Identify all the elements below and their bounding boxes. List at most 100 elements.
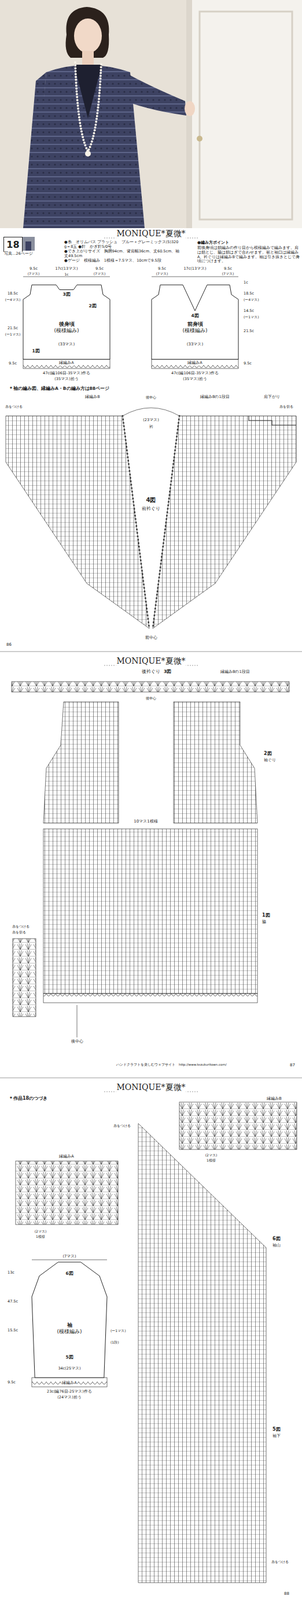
pattern-note: 9.5c (242, 362, 253, 367)
page-rules (0, 238, 302, 1094)
chart-stroke (138, 1125, 267, 1586)
pattern-note: (24マス)拾う (56, 1397, 82, 1403)
chart-stroke (74, 18, 102, 54)
pattern-note: 17c(13マス) (182, 267, 207, 272)
chart-stroke (124, 72, 187, 116)
chart-stroke (151, 277, 239, 278)
pattern-note: (7マス) (221, 271, 235, 276)
pattern-note: 9.5c (94, 267, 105, 272)
pattern-note: 糸をつける (11, 925, 31, 930)
chart-stroke (173, 702, 258, 825)
pattern-note: 1模様 (35, 1236, 46, 1241)
piece-note: (模様編み) (56, 1330, 82, 1338)
pattern-note: 3図 (163, 669, 172, 676)
pattern-note: 縁編みA (58, 361, 75, 367)
chart-stroke (43, 830, 258, 996)
pattern-note: 1模様 (205, 1159, 217, 1165)
chart-stroke (31, 1379, 108, 1390)
pattern-note: 糸をつける (4, 404, 24, 410)
photo (0, 0, 302, 229)
pattern-note: 1c (242, 281, 249, 286)
pattern-note: 後中心 (70, 1041, 84, 1047)
chart-stroke (184, 101, 195, 117)
chart-stroke (75, 62, 102, 152)
pattern-note: 衿 (148, 425, 154, 430)
pattern-note: 2図 (263, 752, 273, 758)
pattern-note: 前後身頃は鎖編みの作り目から模様編みで編みます。肩は鎖とじ、脇は鎖はぎで合わせま… (196, 246, 301, 265)
pattern-note: 9.5c (28, 267, 39, 272)
pattern-note: 糸をつける (270, 1562, 290, 1567)
pattern-note: 18.5c (6, 292, 19, 297)
pattern-note: 10マス1模様 (133, 820, 158, 826)
pattern-note: ●編み方ポイント (196, 240, 230, 246)
pattern-note: 6図 (64, 1272, 74, 1279)
chart-stroke (122, 416, 180, 630)
pattern-note: 47.5c (6, 1301, 19, 1307)
pattern-note: 縁編みA (61, 1383, 77, 1388)
pattern-note: 糸をつける (112, 1125, 132, 1130)
pattern-note: (ー4マス) (242, 297, 260, 302)
pattern-note: 後中心 (145, 697, 157, 702)
page-header: MONIQUE*夏微* (115, 229, 186, 239)
pattern-note: 2図 (87, 303, 97, 309)
chart-stroke (248, 416, 297, 426)
page-number: 88 (283, 1593, 290, 1599)
chart-stroke (199, 11, 293, 220)
chart-stroke (5, 416, 150, 630)
chart-stroke (65, 6, 110, 58)
chart-stroke (11, 682, 290, 694)
pattern-note: (1段) (109, 1342, 120, 1347)
piece-name: 袖 (67, 1324, 73, 1331)
chart-stroke (82, 50, 94, 66)
piece-outline-path (31, 1264, 108, 1380)
chart-stroke (0, 1079, 302, 1081)
pattern-note: 6図 (271, 1238, 282, 1244)
pattern-note: 縁編みBの1段目 (219, 671, 251, 676)
chart-stroke (190, 0, 302, 229)
pattern-note: 4図 (145, 497, 157, 505)
chart-stroke (196, 135, 203, 142)
pattern-note: 縁編みA (186, 361, 203, 367)
pattern-note: ●ゲージ 模様編み 1模様＝7.5マス、10cmで9.5段 (63, 259, 181, 264)
pattern-note: 3図 (61, 292, 71, 298)
chart-stroke (179, 1103, 297, 1152)
chart-stroke (23, 359, 110, 370)
pattern-note: 18.5c (242, 292, 255, 297)
pattern-note: ＊袖の編み図、縁編みA・Bの編み方は88ページ (8, 386, 110, 392)
pattern-note: 15.5c (6, 1330, 19, 1336)
pattern-note: 肩下がり (263, 395, 281, 401)
chart-stroke (122, 408, 180, 417)
pattern-note: (35マス)拾う (182, 377, 208, 383)
pattern-note: 23c(編76目-25マス)作る (46, 1391, 93, 1397)
chart-stroke (152, 416, 297, 630)
chart-stroke (85, 151, 91, 157)
thumbnail (21, 237, 35, 252)
chart-stroke (43, 702, 119, 825)
chart-stroke (15, 1162, 119, 1227)
pattern-note: 縁編みB (84, 395, 101, 401)
pattern-note: 1図 (31, 348, 40, 355)
piece-outline-path (23, 285, 110, 360)
chart-stroke (23, 72, 47, 229)
sleeve-piece: 袖(模様編み) (31, 1264, 108, 1380)
piece-outline (23, 278, 110, 360)
front-piece: 前身頃(模様編み) (151, 278, 239, 360)
pattern-note: ハンドクラフトを楽しむウェブサイト http://www.tezukuritow… (115, 1064, 279, 1069)
pattern-note: 糸を切る (11, 931, 27, 936)
pattern-note: (7マス) (27, 271, 41, 276)
sleeve-chart (138, 1125, 267, 1586)
pattern-note: (7マス) (155, 271, 169, 276)
page-number: 86 (5, 643, 13, 648)
pattern-note: 袖下 (271, 1435, 282, 1441)
page-number: 87 (289, 1064, 296, 1070)
front-neck-chart (5, 408, 297, 630)
pattern-note: (23マス) (142, 418, 160, 424)
pattern-note: (7マス) (93, 271, 107, 276)
pattern-note: 4図 (190, 313, 200, 319)
piece-note: (模様編み) (182, 328, 208, 335)
pattern-note: 47c(編106目-35マス)作る (42, 372, 91, 377)
pattern-note: (ー1マス) (242, 315, 260, 320)
chart-stroke (21, 237, 35, 252)
pattern-note: 1図 (261, 914, 271, 920)
